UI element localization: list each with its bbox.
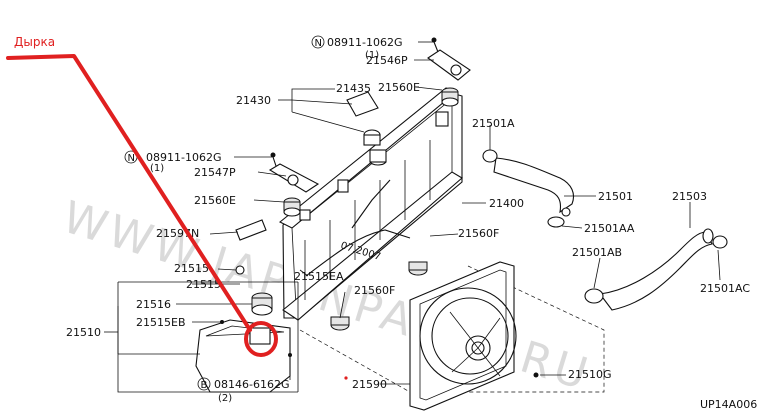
label-21547P: 21547P <box>194 166 236 179</box>
bolt-21510G <box>533 372 539 378</box>
radiator-cap-21430 <box>346 91 387 166</box>
label-08911-mid-qty: (1) <box>150 163 164 174</box>
fan-dash-outline <box>410 265 605 393</box>
label-21430: 21430 <box>236 94 271 107</box>
label-08146-qty: (2) <box>218 393 232 404</box>
label-21546P: 21546P <box>366 54 408 67</box>
dash-line-mid <box>299 329 411 393</box>
label-21501A: 21501A <box>472 117 515 130</box>
mount-rubber-21560F-b-body <box>330 316 350 326</box>
label-21400: 21400 <box>489 197 524 210</box>
circled-b-icon <box>197 377 211 391</box>
label-21510G: 21510G <box>568 368 612 381</box>
label-08911-top: 08911-1062G <box>327 36 402 49</box>
lower-hose-21503 <box>584 228 728 311</box>
label-plate-21597N <box>235 219 267 241</box>
label-21560E-top: 21560E <box>378 81 420 94</box>
label-21516: 21516 <box>136 298 171 311</box>
label-08146: 08146-6162G <box>214 378 289 391</box>
annotation-circle <box>244 321 278 357</box>
label-21590: 21590 <box>352 378 387 391</box>
annotation-label: Дырка <box>14 35 55 49</box>
label-21515-box: 21515 <box>186 278 221 291</box>
label-21515EA: 21515EA <box>294 270 344 283</box>
radiator-core <box>278 87 463 321</box>
label-21501AB: 21501AB <box>572 246 622 259</box>
circled-n-letter-top: N <box>315 38 322 49</box>
label-21510: 21510 <box>66 326 101 339</box>
reservoir-cap-21516 <box>251 292 273 316</box>
leader-lines <box>104 41 721 385</box>
annotation-arrow-line <box>6 54 252 332</box>
circled-b-letter: B <box>201 380 208 391</box>
label-21515EB: 21515EB <box>136 316 186 329</box>
fan-shroud-21590 <box>409 261 517 411</box>
label-08911-mid: 08911-1062G <box>146 151 221 164</box>
label-21560E-mid: 21560E <box>194 194 236 207</box>
reservoir-tank <box>195 319 292 393</box>
mount-bracket-mid <box>268 152 320 217</box>
label-21501AA: 21501AA <box>584 222 635 235</box>
mount-bracket-top <box>427 37 471 107</box>
upper-hose-21501 <box>482 149 575 228</box>
hose-21515 <box>351 179 391 229</box>
mount-rubber-21560F-a-body <box>408 261 428 271</box>
circled-n-letter-mid: N <box>128 153 135 164</box>
diagram-code: UP14A006 <box>700 398 757 411</box>
label-21560F-top: 21560F <box>458 227 499 240</box>
label-21515: 21515 <box>174 262 209 275</box>
overflow-hose <box>305 229 411 277</box>
clip-21515 <box>235 265 245 275</box>
circled-n-icon-top <box>311 35 325 49</box>
red-annotation: Дырка <box>6 35 278 357</box>
red-dot <box>344 376 348 380</box>
label-21501: 21501 <box>598 190 633 203</box>
label-21560F-bot: 21560F <box>354 284 395 297</box>
label-21435: 21435 <box>336 82 371 95</box>
label-08911-top-qty: (1) <box>365 50 379 61</box>
label-21501AC: 21501AC <box>700 282 750 295</box>
label-21503: 21503 <box>672 190 707 203</box>
